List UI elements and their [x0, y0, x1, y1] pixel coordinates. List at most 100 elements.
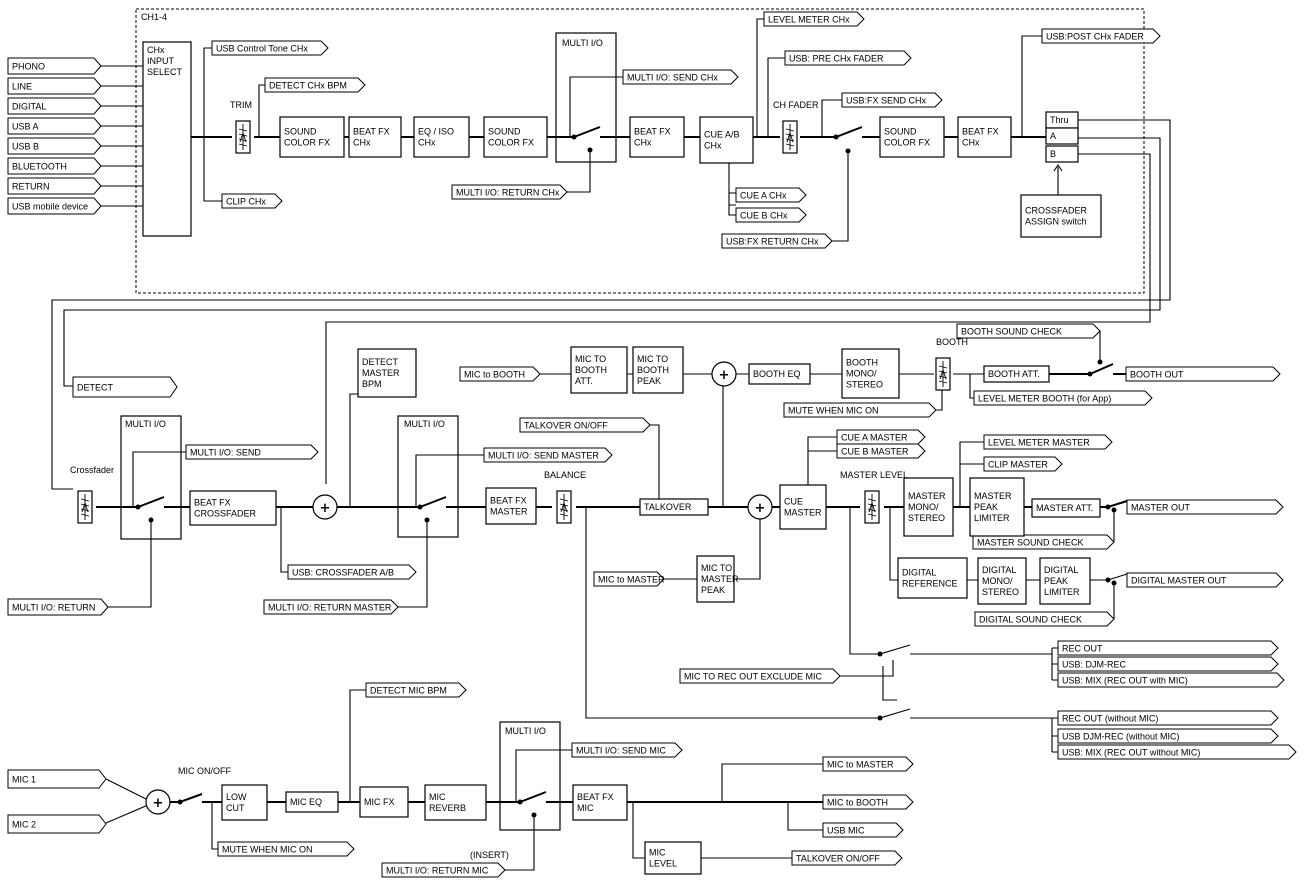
signal-tag-label: MUTE WHEN MIC ON [222, 844, 313, 854]
signal-tag-levelmeterch: LEVEL METER CHx [763, 11, 865, 27]
block-label-line: BPM [362, 379, 382, 389]
signal-tag-label: USB MIC [827, 825, 865, 835]
block-label-line: BEAT FX [194, 498, 231, 508]
label-balance: BALANCE [544, 470, 586, 480]
signal-tag-label: MUTE WHEN MIC ON [788, 405, 879, 415]
signal-tag-usbfxsend: USB:FX SEND CHx [841, 92, 943, 108]
signal-tag-label: BOOTH SOUND CHECK [961, 326, 1062, 336]
block-label-line: LEVEL [649, 859, 677, 869]
signal-tag-label: USB: MIX (REC OUT without MIC) [1062, 747, 1200, 757]
block-label-line: BEAT FX [577, 792, 614, 802]
signal-tag-boothout: BOOTH OUT [1125, 366, 1281, 382]
signal-tag-label: USB: PRE CHx FADER [789, 53, 884, 63]
block-label-line: CUE [784, 497, 803, 507]
signal-tag-label: MULTI I/O: RETURN MASTER [268, 602, 392, 612]
label-multiio2: MULTI I/O [125, 419, 166, 429]
label-miconoff: MIC ON/OFF [178, 766, 231, 776]
signal-tag-label: MIC 2 [12, 819, 36, 829]
block-label-line: MONO/ [846, 369, 877, 379]
block-label-line: B [1050, 149, 1056, 159]
block-label-line: MIC TO [637, 354, 668, 364]
block-label-line: BOOTH [846, 358, 878, 368]
signal-tag-clipch: CLIP CHx [221, 193, 283, 209]
signal-tag-label: MIC to MASTER [827, 759, 894, 769]
block-xassign_b: B [1045, 145, 1079, 163]
block-label-line: COLOR FX [488, 138, 534, 148]
signal-tag-label: MASTER OUT [1131, 502, 1191, 512]
block-label-line: CHx [147, 45, 165, 55]
signal-tag-label: DIGITAL MASTER OUT [1131, 575, 1227, 585]
signal-tag-label: DETECT CHx BPM [269, 80, 347, 90]
block-label-line: PEAK [701, 585, 725, 595]
signal-tag-mastersoundcheck: MASTER SOUND CHECK [972, 534, 1115, 550]
signal-tag-label: USB:FX SEND CHx [846, 95, 927, 105]
signal-tag-label: CUE A CHx [740, 190, 787, 200]
signal-tag-levelmetermaster: LEVEL METER MASTER [983, 434, 1113, 450]
block-label-line: DIGITAL [982, 565, 1016, 575]
signal-tag-usbdjmrecwithout: USB DJM-REC (without MIC) [1057, 728, 1279, 744]
signal-tag-digitalsoundcheck: DIGITAL SOUND CHECK [974, 611, 1115, 627]
block-label-line: BEAT FX [490, 496, 527, 506]
sum-node-mic [145, 789, 171, 815]
signal-tag-return: RETURN [7, 177, 102, 195]
label-trim: TRIM [230, 100, 252, 110]
signal-tag-usbdjmrec: USB: DJM-REC [1057, 656, 1279, 672]
signal-tag-label: USB: MIX (REC OUT with MIC) [1062, 675, 1188, 685]
svg-text:+: + [755, 501, 766, 516]
block-label-line: CUT [226, 803, 245, 813]
block-label-line: MIC [649, 848, 666, 858]
signal-tag-usbmix2: USB: MIX (REC OUT without MIC) [1057, 744, 1297, 760]
block-miceq: MIC EQ [285, 791, 339, 813]
ch-region-label: CH1-4 [141, 12, 167, 22]
signal-tag-multisend: MULTI I/O: SEND [185, 444, 319, 460]
signal-tag-label: MULTI I/O: RETURN MIC [386, 865, 489, 875]
signal-tag-label: LINE [12, 81, 32, 91]
signal-tag-label: TALKOVER ON/OFF [796, 853, 880, 863]
block-label-line: CHx [634, 138, 652, 148]
multi-io-mic-frame [499, 721, 561, 831]
signal-tag-label: REC OUT (without MIC) [1062, 713, 1158, 723]
signal-tag-label: MASTER SOUND CHECK [977, 537, 1084, 547]
signal-tag-mictobooth_in: MIC to BOOTH [459, 366, 541, 382]
block-label-line: MASTER [490, 507, 528, 517]
signal-tag-label: CUE B MASTER [841, 446, 909, 456]
signal-tag-label: USB DJM-REC (without MIC) [1062, 731, 1180, 741]
block-label-line: LOW [226, 792, 247, 802]
signal-tag-label: MIC TO REC OUT EXCLUDE MIC [684, 671, 823, 681]
signal-tag-line: LINE [7, 77, 102, 95]
label-chfader: CH FADER [773, 100, 819, 110]
block-label-line: MIC EQ [290, 797, 322, 807]
block-label-line: DIGITAL [902, 568, 936, 578]
block-label-line: A [1050, 131, 1056, 141]
signal-tag-label: MIC to BOOTH [464, 369, 525, 379]
signal-tag-mic1: MIC 1 [7, 769, 107, 789]
signal-tag-multireturnmaster: MULTI I/O: RETURN MASTER [263, 599, 399, 615]
block-label-line: CHx [418, 138, 436, 148]
signal-tag-multisendmaster: MULTI I/O: SEND MASTER [483, 447, 613, 463]
block-label-line: BOOTH EQ [753, 369, 801, 379]
block-label-line: PEAK [1044, 576, 1068, 586]
signal-tag-multisendch: MULTI I/O: SEND CHx [622, 69, 739, 85]
signal-tag-label: DETECT MIC BPM [370, 685, 447, 695]
signal-tag-usbcrossfader: USB: CROSSFADER A/B [287, 564, 417, 580]
signal-tag-label: DETECT [77, 382, 114, 392]
block-label-line: REFERENCE [902, 579, 958, 589]
block-label-line: CROSSFADER [1025, 206, 1088, 216]
